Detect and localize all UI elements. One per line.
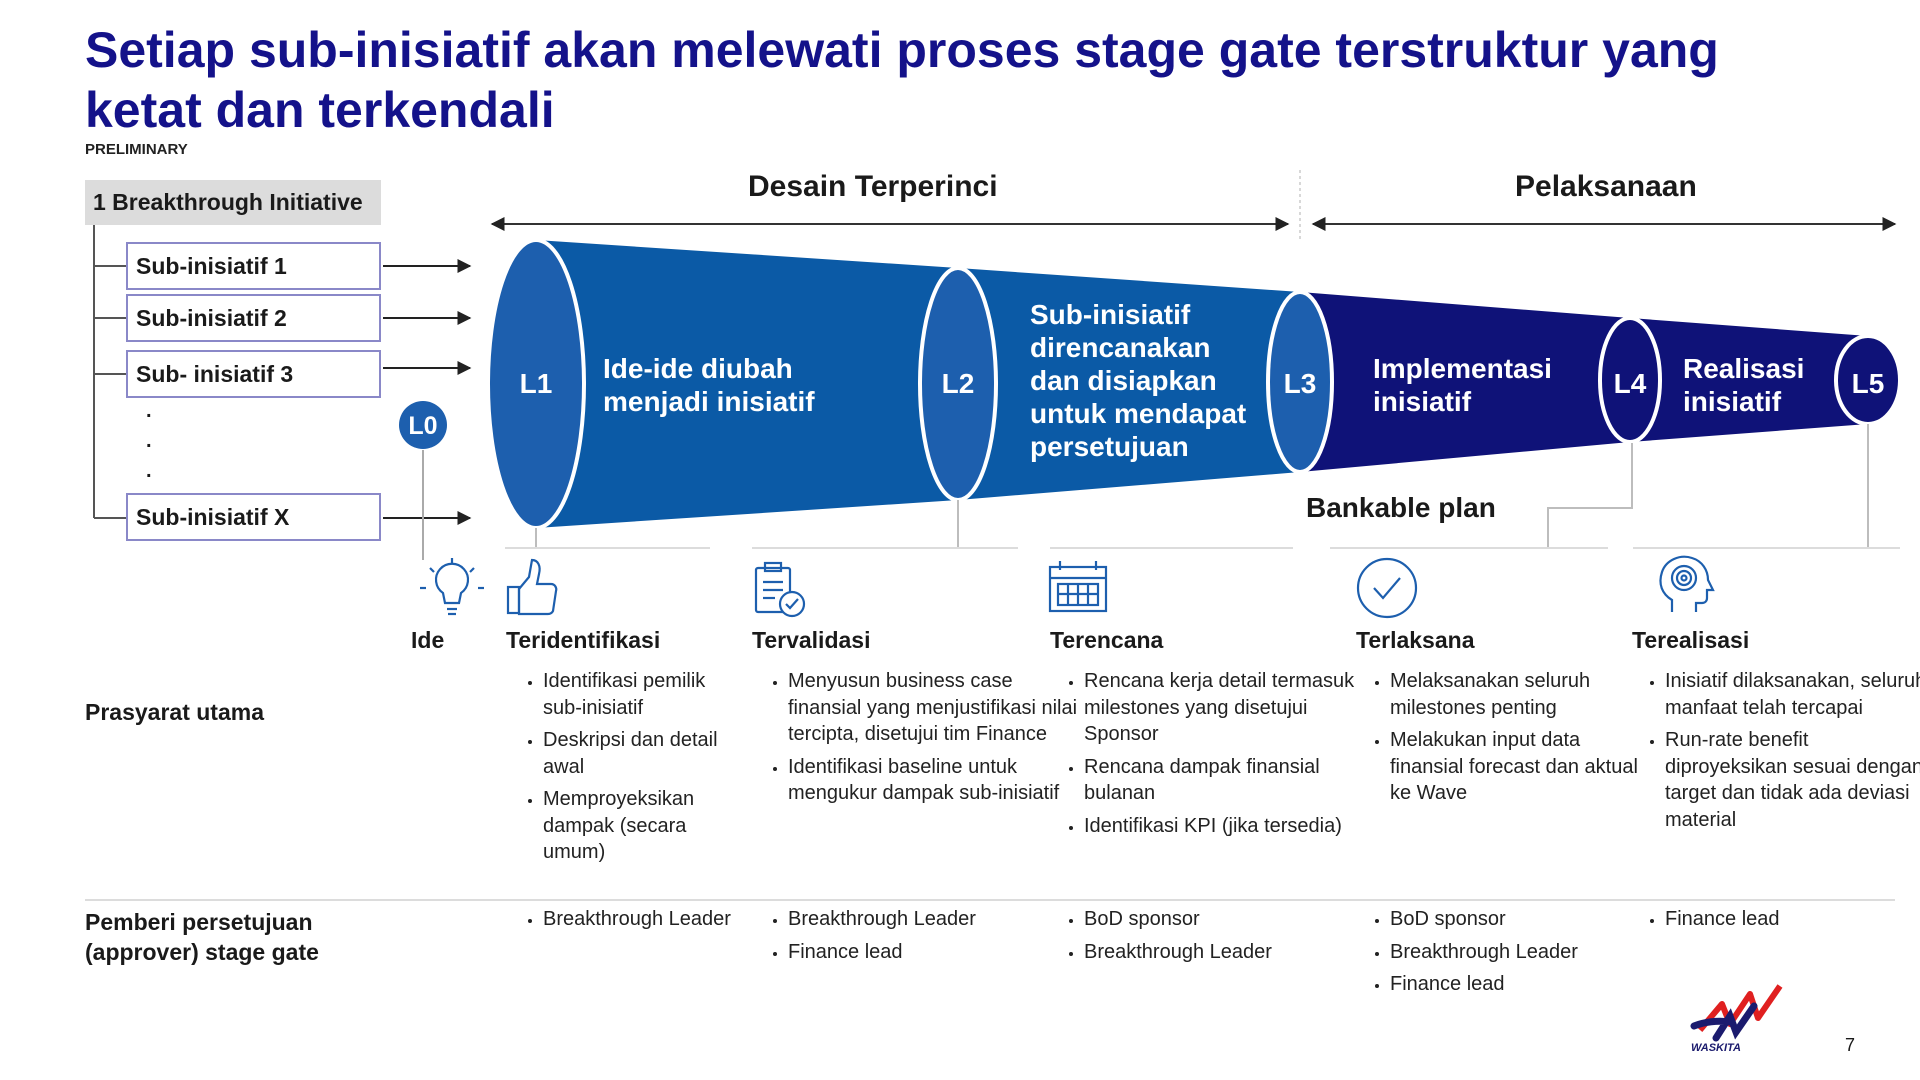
list-item: Identifikasi pemilik sub-inisiatif — [543, 668, 748, 721]
funnel-text-line: Ide-ide diubah — [603, 353, 793, 384]
page-number: 7 — [1845, 1035, 1856, 1055]
prerequisites-list: Menyusun business case finansial yang me… — [750, 668, 1078, 813]
gate-l1-label: L1 — [520, 368, 553, 399]
clipboard-check-icon — [754, 561, 806, 618]
hierarchy-lines — [93, 225, 126, 519]
list-item: Breakthrough Leader — [1084, 939, 1364, 966]
funnel-segment-1 — [536, 240, 958, 528]
funnel-text-line: direncanakan — [1030, 332, 1211, 363]
row-label-prerequisites: Prasyarat utama — [85, 699, 264, 725]
funnel-text-line: dan disiapkan — [1030, 365, 1217, 396]
stage-name-ide: Ide — [411, 627, 445, 653]
page-title: Setiap sub-inisiatif akan melewati prose… — [85, 22, 1719, 138]
gate-l5-label: L5 — [1852, 368, 1885, 399]
funnel-text-1: Ide-ide diubah menjadi inisiatif — [603, 353, 815, 417]
prerequisites-list: Identifikasi pemilik sub-inisiatif Deskr… — [505, 668, 748, 872]
phase-design-label: Desain Terperinci — [748, 170, 998, 203]
approver-list: Finance lead — [1627, 906, 1920, 939]
gate-l3-label: L3 — [1284, 368, 1317, 399]
list-item: Memproyeksikan dampak (secara umum) — [543, 786, 748, 866]
list-item: Breakthrough Leader — [543, 906, 748, 933]
ellipsis-dot: . — [146, 400, 152, 422]
list-item: Finance lead — [1665, 906, 1920, 933]
stage-name-teridentifikasi: Teridentifikasi — [506, 627, 661, 653]
prerequisites-list: Inisiatif dilaksanakan, seluruh manfaat … — [1627, 668, 1920, 839]
calendar-icon — [1048, 561, 1108, 613]
list-item: Deskripsi dan detail awal — [543, 727, 748, 780]
funnel-text-2: Sub-inisiatif direncanakan dan disiapkan… — [1030, 299, 1254, 462]
sub-initiative-arrows — [383, 259, 472, 525]
stage-name-tervalidasi: Tervalidasi — [752, 627, 871, 653]
check-circle-icon — [1356, 557, 1418, 619]
list-item: Breakthrough Leader — [1390, 939, 1654, 966]
list-item: Melaksanakan seluruh milestones penting — [1390, 668, 1654, 721]
gate-l0-label: L0 — [408, 412, 437, 440]
list-item: BoD sponsor — [1390, 906, 1654, 933]
funnel-text-line: persetujuan — [1030, 431, 1189, 462]
list-item: BoD sponsor — [1084, 906, 1364, 933]
list-item: Breakthrough Leader — [788, 906, 1078, 933]
lightbulb-icon — [420, 558, 484, 616]
ellipsis-dot: . — [146, 430, 152, 452]
waskita-logo — [1690, 984, 1783, 1042]
funnel-segment-3 — [1300, 292, 1630, 472]
ellipsis-dot: . — [146, 460, 152, 482]
list-item: Identifikasi baseline untuk mengukur dam… — [788, 754, 1078, 807]
approver-list: Breakthrough Leader Finance lead — [750, 906, 1078, 971]
gate-l0 — [399, 401, 447, 449]
funnel-text-4: Realisasi inisiatif — [1683, 353, 1812, 417]
gate-l2-label: L2 — [942, 368, 975, 399]
list-item: Identifikasi KPI (jika tersedia) — [1084, 813, 1364, 840]
list-item: Rencana dampak finansial bulanan — [1084, 754, 1364, 807]
funnel-text-line: menjadi inisiatif — [603, 386, 815, 417]
gate-l4-label: L4 — [1614, 368, 1647, 399]
phase-execution-label: Pelaksanaan — [1515, 170, 1697, 203]
row-label-approver-line: Pemberi persetujuan — [85, 909, 313, 935]
sub-initiative-3: Sub- inisiatif 3 — [126, 350, 381, 398]
approver-list: Breakthrough Leader — [505, 906, 748, 939]
list-item: Melakukan input data finansial forecast … — [1390, 727, 1654, 807]
gate-l4 — [1598, 316, 1662, 444]
preliminary-label: PRELIMINARY — [85, 141, 188, 158]
prerequisites-list: Melaksanakan seluruh milestones penting … — [1352, 668, 1654, 813]
gate-l3 — [1266, 290, 1334, 474]
head-target-icon — [1659, 555, 1715, 612]
row-label-approver-line: (approver) stage gate — [85, 939, 319, 965]
list-item: Rencana kerja detail termasuk milestones… — [1084, 668, 1364, 748]
stage-name-terealisasi: Terealisasi — [1632, 627, 1750, 653]
approver-list: BoD sponsor Breakthrough Leader Finance … — [1352, 906, 1654, 1004]
prerequisites-list: Rencana kerja detail termasuk milestones… — [1046, 668, 1364, 845]
funnel-text-line: Sub-inisiatif — [1030, 299, 1191, 330]
funnel-text-line: inisiatif — [1683, 386, 1782, 417]
list-item: Menyusun business case finansial yang me… — [788, 668, 1078, 748]
funnel-segment-2 — [958, 268, 1300, 500]
sub-initiative-1: Sub-inisiatif 1 — [126, 242, 381, 290]
list-item: Finance lead — [788, 939, 1078, 966]
funnel-text-line: Realisasi — [1683, 353, 1804, 384]
funnel-text-line: untuk mendapat — [1030, 398, 1246, 429]
funnel-text-line: inisiatif — [1373, 386, 1472, 417]
sub-initiative-2: Sub-inisiatif 2 — [126, 294, 381, 342]
bankable-plan-label: Bankable plan — [1306, 492, 1496, 523]
funnel-text-line: Implementasi — [1373, 353, 1552, 384]
approver-list: BoD sponsor Breakthrough Leader — [1046, 906, 1364, 971]
stage-name-terlaksana: Terlaksana — [1356, 627, 1475, 653]
list-item: Finance lead — [1390, 971, 1654, 998]
stage-name-terencana: Terencana — [1050, 627, 1164, 653]
thumbs-up-icon — [506, 558, 558, 616]
breakthrough-initiative-box: 1 Breakthrough Initiative — [85, 180, 381, 225]
list-item: Run-rate benefit diproyeksikan sesuai de… — [1665, 727, 1920, 833]
row-label-approver: Pemberi persetujuan (approver) stage gat… — [85, 907, 319, 967]
funnel-text-3: Implementasi inisiatif — [1373, 353, 1560, 417]
logo-wordmark: WASKITA — [1691, 1042, 1741, 1054]
sub-initiative-x: Sub-inisiatif X — [126, 493, 381, 541]
gate-connectors — [535, 424, 1869, 548]
list-item: Inisiatif dilaksanakan, seluruh manfaat … — [1665, 668, 1920, 721]
funnel-segment-4 — [1630, 318, 1868, 442]
